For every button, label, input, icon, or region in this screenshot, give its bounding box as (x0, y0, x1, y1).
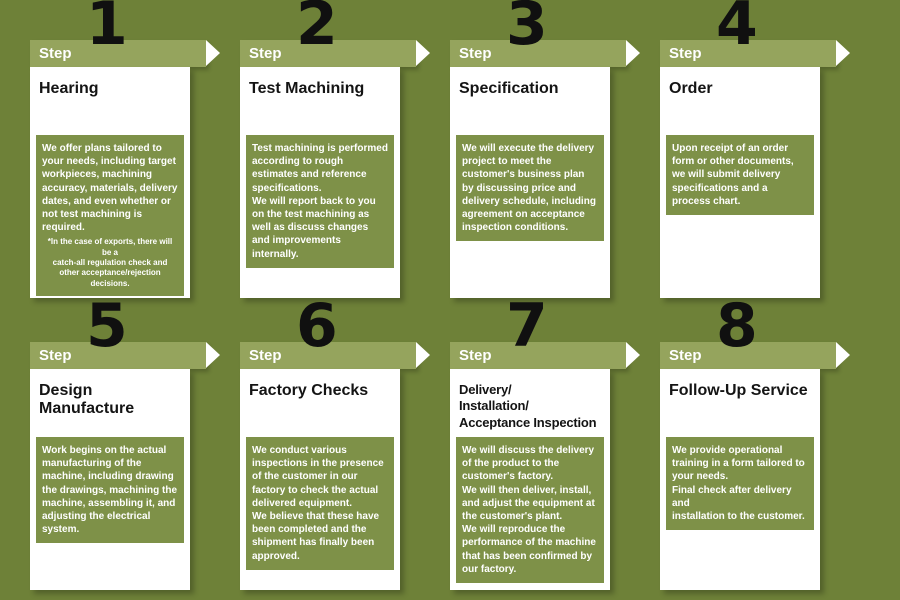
step-description: Test machining is performed according to… (252, 143, 388, 260)
step-banner: Step (450, 40, 640, 67)
step-label: Step (459, 45, 492, 62)
arrow-right-icon (206, 342, 220, 368)
step-description-box: Work begins on the actual manufacturing … (36, 437, 184, 544)
step-panel: Follow-Up Service We provide operational… (660, 369, 820, 590)
step-number: 3 (506, 0, 548, 59)
step-description: We provide operational training in a for… (672, 445, 805, 522)
step-number: 2 (296, 0, 338, 59)
step-description-box: We provide operational training in a for… (666, 437, 814, 531)
arrow-right-icon (626, 342, 640, 368)
step-number: 6 (296, 291, 338, 361)
step-title: Hearing (39, 80, 99, 97)
step-label: Step (39, 347, 72, 364)
step-card-5: 5 Step Design Manufacture Work begins on… (30, 296, 220, 590)
arrow-right-icon (836, 40, 850, 66)
step-description-box: Test machining is performed according to… (246, 135, 394, 268)
step-note: *In the case of exports, there will be a… (47, 237, 173, 288)
step-label: Step (669, 45, 702, 62)
step-panel: Specification We will execute the delive… (450, 67, 610, 298)
step-panel: Factory Checks We conduct various inspec… (240, 369, 400, 590)
step-banner: Step (240, 342, 430, 369)
step-title: Follow-Up Service (669, 382, 808, 399)
step-card-8: 8 Step Follow-Up Service We provide oper… (660, 296, 850, 590)
step-label: Step (249, 45, 282, 62)
arrow-right-icon (626, 40, 640, 66)
step-banner: Step (240, 40, 430, 67)
step-card-1: 1 Step Hearing We offer plans tailored t… (30, 0, 220, 298)
step-label: Step (459, 347, 492, 364)
step-description-box: We will execute the delivery project to … (456, 135, 604, 242)
step-title: Design Manufacture (39, 382, 135, 418)
step-title: Factory Checks (249, 382, 369, 399)
step-title: Specification (459, 80, 559, 97)
step-label: Step (39, 45, 72, 62)
step-title: Order (669, 80, 713, 97)
step-number: 1 (86, 0, 128, 59)
step-description: We conduct various inspections in the pr… (252, 445, 384, 562)
step-card-2: 2 Step Test Machining Test machining is … (240, 0, 430, 298)
step-description: Upon receipt of an order form or other d… (672, 143, 794, 207)
step-description: We will discuss the delivery of the prod… (462, 445, 596, 575)
step-card-6: 6 Step Factory Checks We conduct various… (240, 296, 430, 590)
arrow-right-icon (206, 40, 220, 66)
step-label: Step (669, 347, 702, 364)
arrow-right-icon (416, 342, 430, 368)
step-description: We offer plans tailored to your needs, i… (42, 143, 178, 234)
step-banner: Step (660, 342, 850, 369)
step-banner: Step (660, 40, 850, 67)
step-description: Work begins on the actual manufacturing … (42, 445, 178, 536)
step-panel: Order Upon receipt of an order form or o… (660, 67, 820, 298)
step-title: Test Machining (249, 80, 365, 97)
step-number: 8 (716, 291, 758, 361)
step-panel: Test Machining Test machining is perform… (240, 67, 400, 298)
step-number: 4 (716, 0, 758, 59)
step-banner: Step (30, 40, 220, 67)
step-number: 7 (506, 291, 548, 361)
step-panel: Delivery/ Installation/ Acceptance Inspe… (450, 369, 610, 590)
step-card-7: 7 Step Delivery/ Installation/ Acceptanc… (450, 296, 640, 590)
step-description: We will execute the delivery project to … (462, 143, 596, 234)
step-title: Delivery/ Installation/ Acceptance Inspe… (459, 382, 597, 430)
step-label: Step (249, 347, 282, 364)
step-panel: Hearing We offer plans tailored to your … (30, 67, 190, 298)
step-description-box: We offer plans tailored to your needs, i… (36, 135, 184, 297)
step-description-box: We will discuss the delivery of the prod… (456, 437, 604, 583)
step-banner: Step (450, 342, 640, 369)
arrow-right-icon (836, 342, 850, 368)
step-card-4: 4 Step Order Upon receipt of an order fo… (660, 0, 850, 298)
step-panel: Design Manufacture Work begins on the ac… (30, 369, 190, 590)
arrow-right-icon (416, 40, 430, 66)
step-number: 5 (86, 291, 128, 361)
step-description-box: Upon receipt of an order form or other d… (666, 135, 814, 215)
step-banner: Step (30, 342, 220, 369)
step-description-box: We conduct various inspections in the pr… (246, 437, 394, 570)
step-card-3: 3 Step Specification We will execute the… (450, 0, 640, 298)
